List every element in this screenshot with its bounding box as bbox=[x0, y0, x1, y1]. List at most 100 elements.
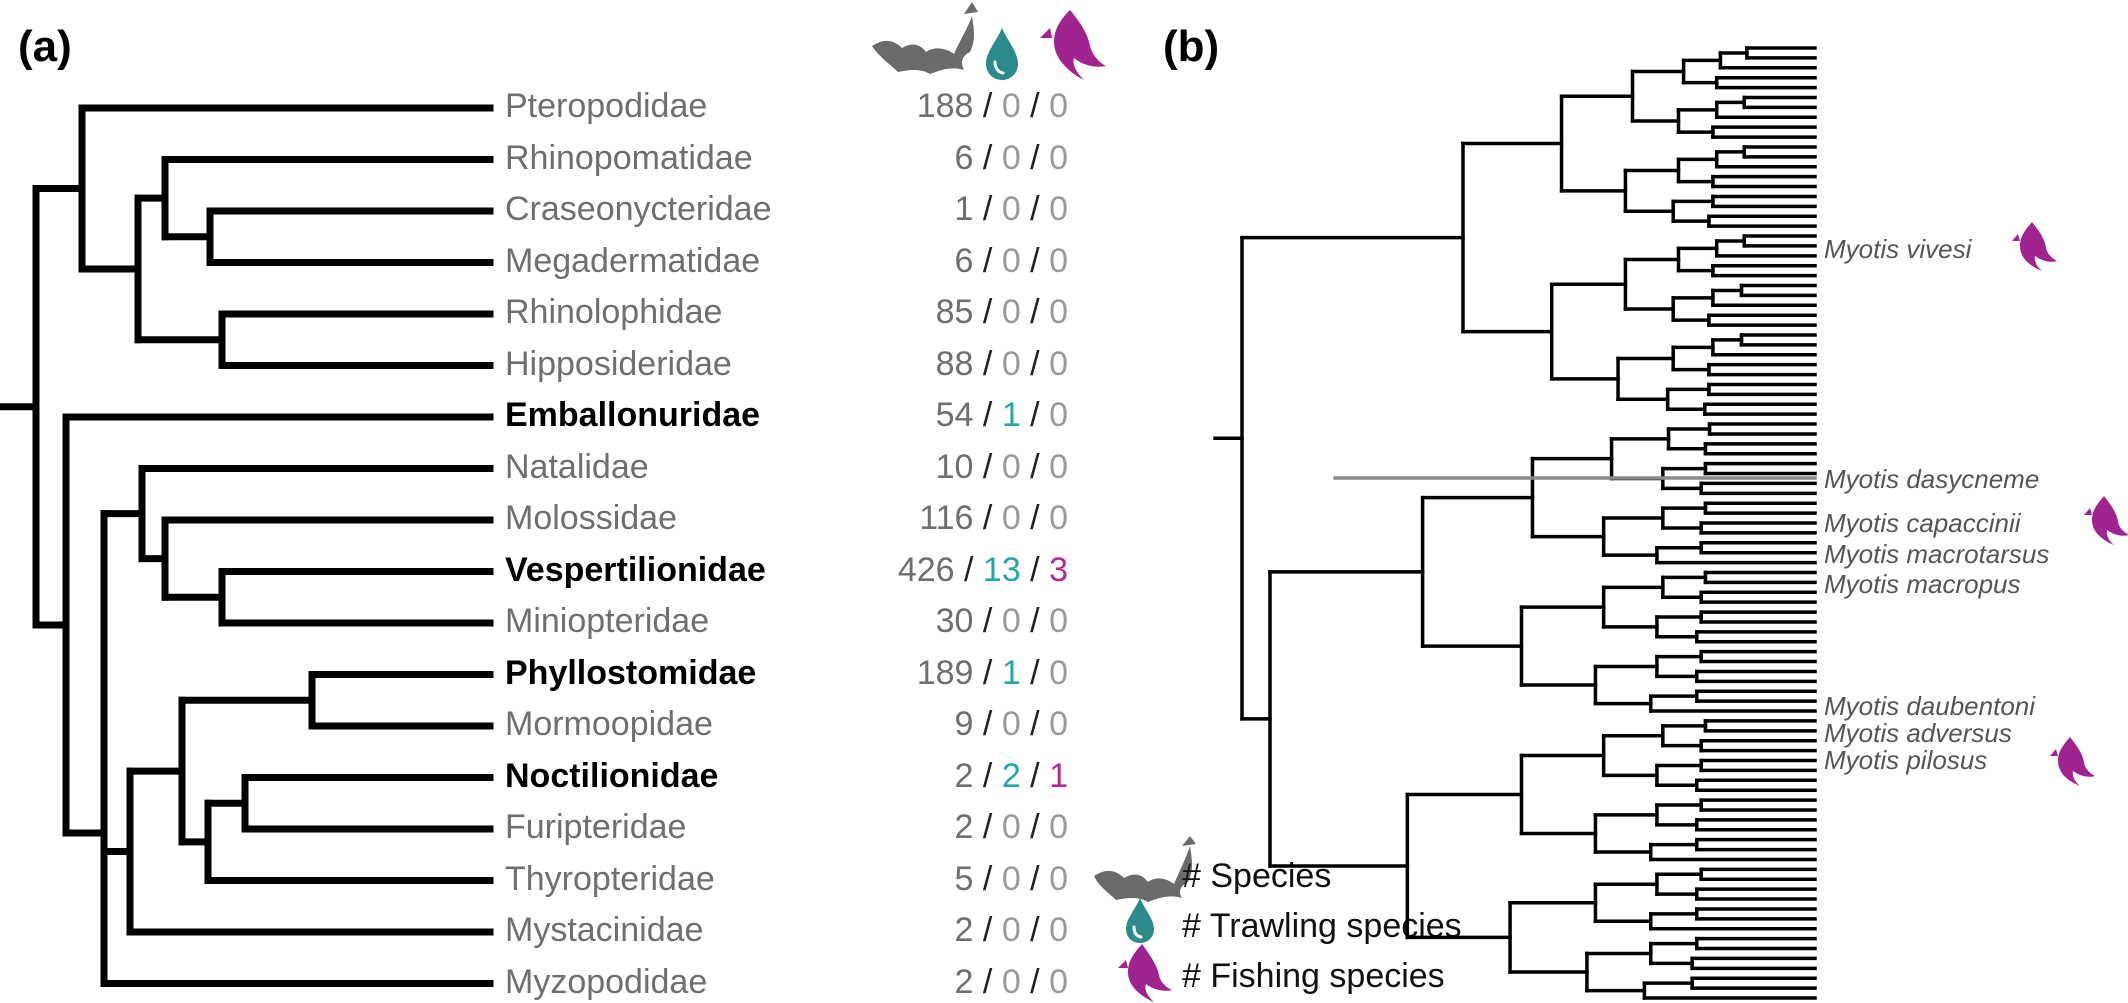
family-label: Noctilionidae bbox=[505, 756, 719, 795]
count-species: 2 bbox=[954, 962, 974, 1001]
count-species: 2 bbox=[954, 808, 974, 846]
count-species: 1 bbox=[954, 190, 974, 228]
species-label-myotis-vivesi: Myotis vivesi bbox=[1824, 234, 1972, 264]
count-fishing: 0 bbox=[1049, 808, 1068, 846]
family-counts: 2 / 0 / 0 bbox=[955, 913, 1068, 947]
family-counts: 9 / 0 / 0 bbox=[955, 707, 1068, 741]
family-label: Myzopodidae bbox=[505, 962, 708, 1001]
count-separator: / bbox=[1020, 190, 1050, 228]
count-species: 30 bbox=[935, 602, 974, 640]
count-separator: / bbox=[1020, 138, 1050, 177]
family-label: Miniopteridae bbox=[505, 602, 710, 640]
count-species: 426 bbox=[897, 550, 955, 589]
count-species: 85 bbox=[935, 293, 974, 331]
fish-icon-myotis-pilosus bbox=[2050, 737, 2095, 786]
count-fishing: 0 bbox=[1049, 190, 1068, 228]
count-fishing: 0 bbox=[1049, 705, 1068, 743]
count-trawling: 0 bbox=[1001, 138, 1021, 177]
count-separator: / bbox=[973, 499, 1002, 537]
count-separator: / bbox=[1020, 911, 1050, 949]
family-counts: 30 / 0 / 0 bbox=[936, 604, 1068, 638]
count-fishing: 0 bbox=[1049, 396, 1068, 434]
family-counts: 1 / 0 / 0 bbox=[955, 192, 1068, 226]
species-label-myotis-macropus: Myotis macropus bbox=[1824, 569, 2021, 599]
count-separator: / bbox=[973, 138, 1002, 177]
count-separator: / bbox=[973, 344, 1002, 383]
count-trawling: 0 bbox=[1001, 344, 1021, 383]
count-trawling: 0 bbox=[1001, 293, 1021, 331]
family-label: Emballonuridae bbox=[505, 396, 761, 434]
family-counts: 189 / 1 / 0 bbox=[917, 656, 1068, 690]
count-separator: / bbox=[973, 447, 1002, 486]
count-fishing: 0 bbox=[1049, 293, 1068, 331]
count-species: 116 bbox=[919, 499, 974, 537]
legend-bat-icon bbox=[1094, 836, 1196, 902]
count-trawling: 1 bbox=[1001, 396, 1021, 434]
family-counts: 6 / 0 / 0 bbox=[955, 141, 1068, 175]
count-fishing: 0 bbox=[1049, 87, 1068, 125]
count-separator: / bbox=[973, 190, 1002, 228]
count-trawling: 0 bbox=[1001, 602, 1021, 640]
count-species: 2 bbox=[954, 756, 974, 795]
legend-water-drop-icon bbox=[1126, 898, 1154, 943]
count-separator: / bbox=[1020, 87, 1050, 125]
count-separator: / bbox=[973, 859, 1002, 898]
family-counts: 85 / 0 / 0 bbox=[936, 295, 1068, 329]
family-counts: 426 / 13 / 3 bbox=[898, 553, 1068, 587]
legend-fishing: # Fishing species bbox=[1182, 957, 1445, 995]
count-separator: / bbox=[973, 396, 1002, 434]
count-separator: / bbox=[1020, 293, 1050, 331]
count-separator: / bbox=[973, 87, 1002, 125]
count-trawling: 2 bbox=[1001, 756, 1021, 795]
count-fishing: 3 bbox=[1049, 550, 1068, 589]
count-fishing: 1 bbox=[1049, 756, 1068, 795]
family-counts: 10 / 0 / 0 bbox=[936, 450, 1068, 484]
panel-a-label: (a) bbox=[18, 22, 72, 71]
family-label: Hipposideridae bbox=[505, 344, 732, 383]
count-trawling: 0 bbox=[1001, 705, 1021, 743]
count-trawling: 0 bbox=[1001, 241, 1021, 280]
species-label-myotis-capaccinii: Myotis capaccinii bbox=[1824, 508, 2021, 538]
family-label: Megadermatidae bbox=[505, 241, 761, 280]
count-species: 88 bbox=[935, 344, 974, 383]
family-label: Rhinopomatidae bbox=[505, 138, 753, 177]
count-species: 6 bbox=[954, 241, 974, 280]
count-separator: / bbox=[973, 653, 1002, 692]
count-fishing: 0 bbox=[1049, 344, 1068, 383]
count-separator: / bbox=[1020, 756, 1050, 795]
family-label: Molossidae bbox=[505, 499, 677, 537]
count-trawling: 0 bbox=[1001, 962, 1021, 1001]
species-label-myotis-daubentoni: Myotis daubentoni bbox=[1824, 691, 2036, 721]
count-species: 189 bbox=[916, 653, 974, 692]
family-counts: 54 / 1 / 0 bbox=[936, 398, 1068, 432]
count-separator: / bbox=[973, 293, 1002, 331]
legend-fish-icon bbox=[1118, 944, 1172, 1002]
count-separator: / bbox=[1020, 808, 1050, 846]
count-species: 2 bbox=[954, 911, 974, 949]
count-separator: / bbox=[973, 756, 1002, 795]
count-trawling: 0 bbox=[1001, 859, 1021, 898]
family-label: Vespertilionidae bbox=[505, 550, 766, 589]
count-species: 6 bbox=[954, 138, 974, 177]
bat-icon bbox=[872, 2, 978, 74]
count-species: 10 bbox=[935, 447, 974, 486]
family-counts: 2 / 0 / 0 bbox=[955, 965, 1068, 999]
count-separator: / bbox=[973, 602, 1002, 640]
species-label-myotis-adversus: Myotis adversus bbox=[1824, 718, 2012, 748]
count-trawling: 0 bbox=[1001, 87, 1021, 125]
count-separator: / bbox=[1020, 859, 1050, 898]
family-counts: 2 / 2 / 1 bbox=[955, 759, 1068, 793]
count-separator: / bbox=[973, 241, 1002, 280]
family-label: Thyropteridae bbox=[505, 859, 715, 898]
water-drop-icon bbox=[986, 28, 1018, 80]
count-separator: / bbox=[1020, 962, 1050, 1001]
count-fishing: 0 bbox=[1049, 499, 1068, 537]
count-separator: / bbox=[973, 705, 1002, 743]
family-label: Craseonycteridae bbox=[505, 190, 772, 228]
count-separator: / bbox=[1020, 396, 1050, 434]
count-fishing: 0 bbox=[1049, 962, 1068, 1001]
